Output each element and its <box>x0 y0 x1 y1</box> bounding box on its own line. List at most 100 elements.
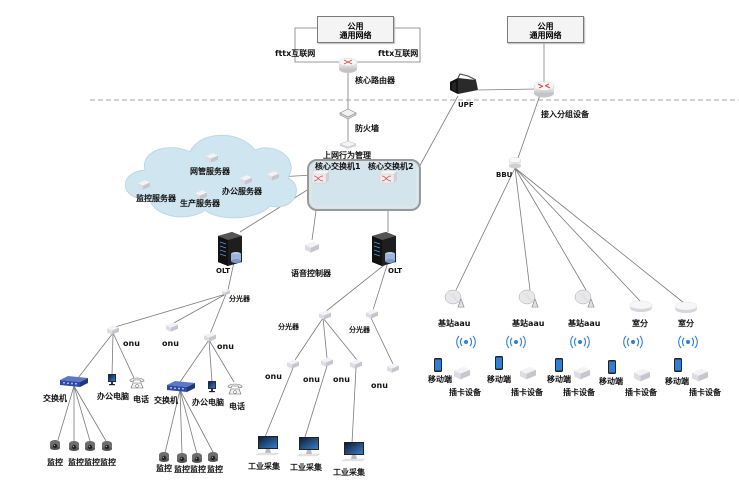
mobile-label: 移动端 <box>665 377 689 386</box>
onu-icon <box>350 359 362 369</box>
radio-site-label: 室分 <box>678 319 694 328</box>
onu-label: onu <box>371 381 388 390</box>
server-icon <box>240 175 252 185</box>
onu-label: onu <box>303 375 320 384</box>
wireless-signal-icon <box>506 335 526 349</box>
telephone-icon <box>129 377 145 389</box>
camera-label: 监控 <box>156 464 172 473</box>
public-network-right-line1: 公用 <box>537 22 554 31</box>
mobile-terminal-icon <box>674 358 682 372</box>
onu-icon <box>321 357 333 367</box>
left-switch-label: 交换机 <box>43 394 67 403</box>
camera-icon <box>208 452 218 462</box>
card-device-label: 插卡设备 <box>563 388 595 397</box>
upf-label: UPF <box>458 101 474 109</box>
card-device-icon <box>692 368 708 382</box>
camera-icon <box>159 452 169 462</box>
camera-label: 监控 <box>47 458 63 467</box>
core-router-label: 核心路由器 <box>355 76 395 85</box>
office-pc-icon <box>108 374 116 386</box>
card-device-label: 插卡设备 <box>511 388 543 397</box>
server-icon <box>267 171 279 181</box>
mid-phone-label: 电话 <box>229 402 245 411</box>
core-switch-1-label: 核心交换机1 <box>315 162 361 171</box>
card-device-icon <box>574 366 590 380</box>
base-station-aau-icon <box>518 289 539 308</box>
voice-controller-label: 语音控制器 <box>291 269 331 278</box>
mobile-terminal-icon <box>555 358 563 372</box>
industrial-label: 工业采集 <box>333 468 365 477</box>
behavior-mgmt-icon <box>339 140 357 149</box>
onu-label: onu <box>123 339 140 348</box>
radio-site-label: 基站aau <box>512 319 545 328</box>
splitter-icon <box>222 288 230 296</box>
fttx-left-label: fttx互联网 <box>275 49 316 58</box>
public-network-left-line1: 公用 <box>347 22 364 31</box>
camera-icon <box>192 453 202 463</box>
radio-site-label: 基站aau <box>438 319 471 328</box>
olt-left-icon <box>218 232 242 266</box>
voice-controller-icon <box>305 241 319 253</box>
base-station-aau-icon <box>444 289 465 308</box>
server-icon <box>206 153 218 163</box>
mobile-label: 移动端 <box>487 375 511 384</box>
card-device-label: 插卡设备 <box>625 388 657 397</box>
wireless-signal-icon <box>456 335 476 349</box>
camera-label: 监控 <box>100 458 116 467</box>
camera-icon <box>85 441 95 451</box>
workstation-icon <box>255 436 280 456</box>
network-switch-icon <box>60 376 88 387</box>
camera-label: 监控 <box>207 465 223 474</box>
splitter-right-label: 分光器 <box>349 326 370 334</box>
fttx-right-label: fttx互联网 <box>378 49 419 58</box>
workstation-icon <box>341 442 366 462</box>
wireless-signal-icon <box>570 335 590 349</box>
nms-server-label: 网管服务器 <box>190 167 230 176</box>
camera-label: 监控 <box>174 465 190 474</box>
workstation-icon <box>296 437 321 457</box>
public-network-right-line2: 通用网络 <box>529 31 562 40</box>
mobile-terminal-icon <box>434 358 442 372</box>
public-network-left-line2: 通用网络 <box>339 31 372 40</box>
mid-pc-label: 办公电脑 <box>192 398 224 407</box>
mobile-terminal-icon <box>608 360 616 374</box>
firewall-label: 防火墙 <box>355 124 379 133</box>
radio-site-label: 基站aau <box>568 319 601 328</box>
server-icon <box>195 190 207 200</box>
radio-site-label: 室分 <box>632 319 648 328</box>
production-server-label: 生产服务器 <box>180 199 220 208</box>
bbu-icon <box>508 157 522 169</box>
splitter-icon <box>319 310 331 320</box>
onu-label: onu <box>265 372 282 381</box>
camera-icon <box>177 453 187 463</box>
card-device-label: 插卡设备 <box>689 388 721 397</box>
network-switch-icon <box>167 381 195 392</box>
upf-icon <box>450 73 478 94</box>
camera-icon <box>69 441 79 451</box>
core-router-icon <box>338 57 358 73</box>
telephone-icon <box>227 383 243 395</box>
camera-label: 监控 <box>190 465 206 474</box>
mid-switch-label: 交换机 <box>154 396 178 405</box>
core-switch-2-icon <box>379 171 397 184</box>
server-cloud <box>124 134 297 219</box>
olt-left-label: OLT <box>216 267 231 275</box>
camera-label: 监控 <box>84 458 100 467</box>
card-device-icon <box>520 366 536 380</box>
office-server-label: 办公服务器 <box>222 187 262 196</box>
splitter-mid-label: 分光器 <box>278 323 299 331</box>
monitor-server-label: 监控服务器 <box>136 194 176 203</box>
olt-right-icon <box>372 232 396 266</box>
behavior-mgmt-label: 上网行为管理 <box>323 151 371 160</box>
mobile-label: 移动端 <box>428 375 452 384</box>
firewall-icon <box>339 108 357 120</box>
indoor-distribution-icon <box>674 301 698 313</box>
onu-label: onu <box>333 375 350 384</box>
mobile-terminal-icon <box>495 356 503 370</box>
indoor-distribution-icon <box>629 300 653 312</box>
onu-label: onu <box>217 342 234 351</box>
core-switch-2-label: 核心交换机2 <box>368 162 414 171</box>
olt-right-label: OLT <box>388 267 403 275</box>
onu-icon <box>387 363 399 373</box>
